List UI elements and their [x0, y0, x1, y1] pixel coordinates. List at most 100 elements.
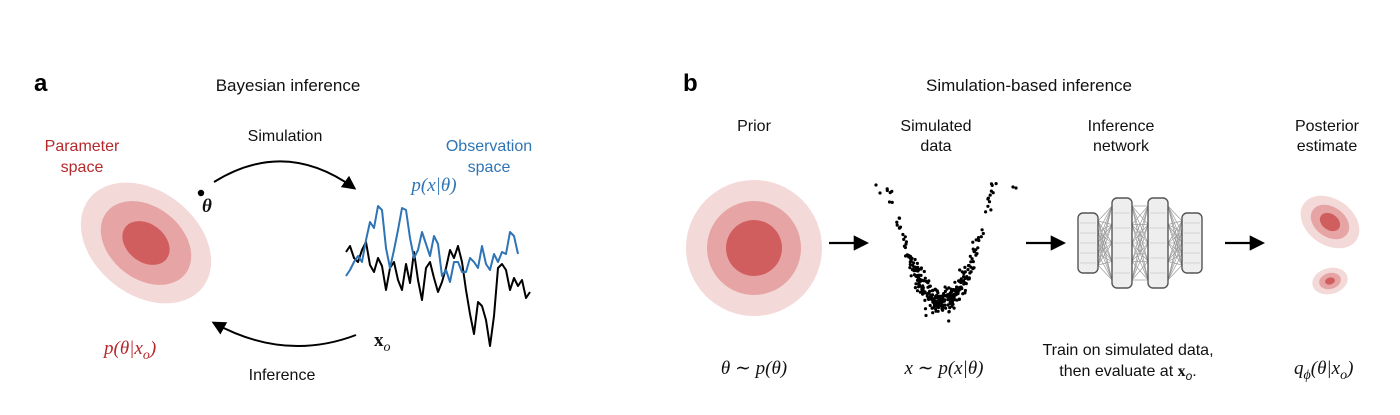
panel-a-letter: a — [34, 70, 48, 97]
prior-density — [686, 180, 822, 316]
network-connection — [1167, 242, 1183, 262]
posterior-estimate-density-upper — [1300, 195, 1360, 249]
simulation-label: Simulation — [248, 128, 323, 145]
simulated-data-point — [974, 253, 978, 257]
parameter-space-label-line1: Parameter — [45, 138, 120, 155]
inference-network-diagram — [1077, 197, 1203, 289]
posterior-estimate-label-line1: Posterior — [1295, 118, 1360, 135]
simulated-data-point — [984, 210, 988, 214]
network-connection — [1131, 205, 1149, 225]
simulated-data-point — [965, 275, 969, 279]
simulated-data-point — [947, 319, 951, 323]
simulated-data-point — [935, 303, 939, 307]
simulated-data-point — [958, 268, 962, 272]
simulated-data-point — [902, 237, 906, 241]
density-inner-contour — [122, 221, 170, 265]
simulated-data-point — [948, 291, 952, 295]
simulated-data-point — [959, 277, 963, 281]
panel-b-title: Simulation-based inference — [926, 76, 1132, 95]
simulated-data-point — [897, 226, 902, 230]
simulated-data-point — [921, 286, 925, 290]
simulated-data-point — [989, 182, 994, 186]
simulated-data-point — [874, 183, 878, 187]
simulated-data-point — [971, 240, 975, 244]
simulated-data-point — [979, 235, 983, 239]
train-note-line1: Train on simulated data, — [1042, 342, 1213, 359]
simulation-arrow — [213, 160, 357, 190]
simulated-data-point — [922, 269, 926, 274]
simulated-data-point — [959, 285, 963, 289]
simulated-data-point — [923, 298, 927, 302]
simulated-data-point — [916, 276, 920, 280]
network-connection — [1097, 224, 1113, 233]
simulated-data-point — [910, 256, 914, 260]
simulated-data-point — [963, 265, 967, 269]
simulated-data-point — [924, 313, 928, 318]
prior-formula: θ ∼ p(θ) — [721, 358, 787, 379]
simulated-data-point — [915, 261, 920, 265]
network-connection — [1097, 242, 1113, 255]
simulated-data-point — [944, 306, 948, 310]
simulated-data-point — [970, 257, 974, 261]
simulated-data-point — [924, 279, 928, 283]
simulated-data-point — [963, 270, 967, 274]
simulated-data-point — [980, 228, 984, 232]
simulated-data-point — [920, 278, 924, 282]
simulated-data-point — [952, 292, 956, 296]
inference-label: Inference — [249, 367, 316, 384]
network-connection — [1167, 253, 1183, 262]
network-connection — [1167, 220, 1183, 281]
likelihood-formula: p(x|θ) — [409, 175, 456, 196]
simulated-data-point — [986, 204, 990, 208]
simulated-data-point — [988, 193, 992, 197]
simulated-data-point — [948, 306, 952, 310]
simulated-data-point — [914, 282, 918, 286]
simulated-data-point — [968, 254, 972, 258]
simulated-data-point — [953, 289, 958, 293]
network-connection — [1131, 224, 1149, 281]
network-connection — [1097, 224, 1113, 244]
simulated-data-point — [1011, 185, 1015, 189]
simulated-data-point — [934, 307, 938, 311]
simulated-data-point — [928, 289, 932, 293]
network-connection — [1097, 205, 1113, 255]
simulated-data-point — [949, 287, 953, 291]
posterior-estimate-label-line2: estimate — [1297, 138, 1358, 155]
prior-label: Prior — [737, 118, 771, 135]
simulated-data-point — [931, 300, 935, 304]
network-connection — [1097, 231, 1113, 244]
network-connection — [1097, 264, 1113, 281]
panel-b: b Simulation-based inference Prior Simul… — [683, 70, 1360, 383]
simulated-data-point — [917, 281, 921, 285]
simulated-data-point — [994, 182, 998, 186]
network-connection — [1097, 205, 1113, 233]
panel-a: a Bayesian inference Parameter space θ S… — [34, 70, 532, 384]
posterior-formula: p(θ|xo) — [102, 338, 156, 363]
simulated-data-point — [928, 303, 932, 308]
simulated-data-point — [901, 232, 905, 237]
theta-point — [197, 189, 205, 197]
network-connection — [1097, 224, 1113, 266]
simulated-data-point — [955, 298, 959, 302]
simulated-data-label-line2: data — [920, 138, 951, 155]
simulated-data-point — [890, 189, 894, 193]
network-connection — [1131, 261, 1149, 281]
network-connection — [1097, 261, 1113, 266]
simulated-data-point — [967, 277, 971, 281]
posterior-estimate-formula: qϕ(θ|xo) — [1294, 358, 1353, 383]
panel-a-title: Bayesian inference — [216, 76, 361, 95]
simulated-data-point — [885, 188, 889, 193]
posterior-estimate-density-lower — [1312, 267, 1348, 295]
simulated-data-point — [878, 191, 882, 195]
simulated-data-point — [962, 279, 966, 283]
simulated-data-point — [908, 266, 912, 270]
network-connection — [1167, 253, 1183, 281]
network-connection — [1131, 242, 1149, 281]
estimate-upper-inner-contour — [1319, 212, 1341, 232]
simulated-data-point — [908, 254, 912, 258]
simulated-data-point — [987, 200, 992, 204]
simulated-data-point — [974, 238, 978, 242]
simulated-data-point — [955, 285, 959, 289]
simulated-data-point — [912, 273, 917, 277]
